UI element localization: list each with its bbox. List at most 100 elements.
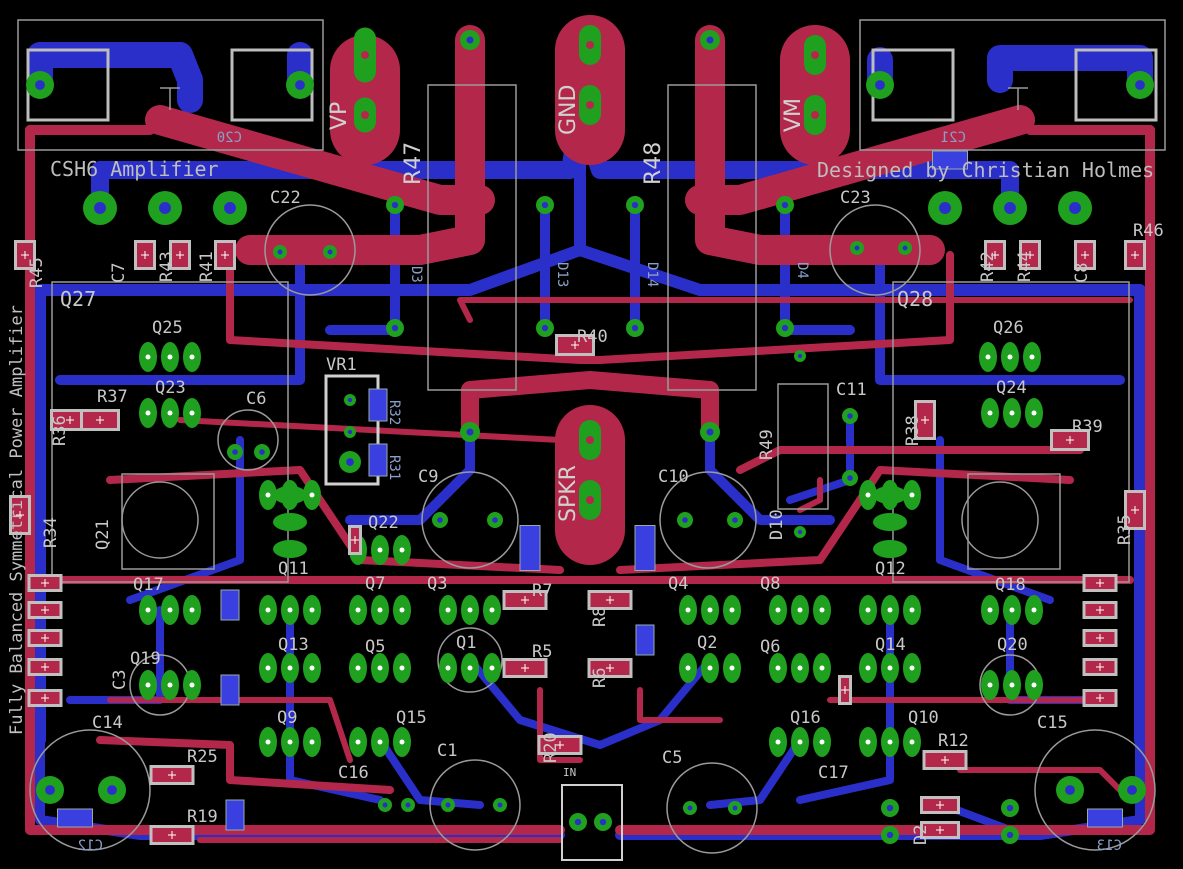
pad: [432, 512, 448, 528]
q23-label: Q23: [155, 378, 186, 398]
transistor-pad: [873, 540, 907, 558]
terminal-gnd-label: GND: [556, 85, 581, 135]
pad: [594, 813, 612, 831]
c22-label: C22: [270, 188, 301, 208]
terminal-vp-label: VP: [327, 102, 352, 130]
bottom-smd-pad: [220, 674, 240, 706]
q10-label: Q10: [908, 708, 939, 728]
pad: [227, 444, 243, 460]
c14-label: C14: [92, 713, 123, 733]
smd-pad: [537, 735, 583, 755]
transistor-pad: [273, 540, 307, 558]
pad: [339, 451, 361, 473]
input-label: IN: [563, 766, 576, 779]
bottom-smd-pad: [519, 525, 541, 571]
c23-label: C23: [840, 188, 871, 208]
smd-pad: [27, 658, 63, 676]
pad: [401, 798, 415, 812]
smd-pad: [27, 601, 63, 619]
smd-pad: [1019, 240, 1041, 270]
smd-pad: [27, 574, 63, 592]
terminal-spkr-label: SPKR: [556, 465, 581, 522]
terminal-vm-label: VM: [781, 98, 806, 132]
q11-label: Q11: [278, 559, 309, 579]
smd-pad: [587, 658, 633, 678]
pad: [273, 245, 287, 259]
smd-pad: [348, 525, 362, 555]
c13-label: C13: [1097, 838, 1122, 854]
r34-label: R34: [41, 517, 61, 548]
pad: [487, 512, 503, 528]
pad: [323, 245, 337, 259]
r37-label: R37: [97, 387, 128, 407]
through-hole-pads: [26, 25, 1154, 844]
pad: [677, 512, 693, 528]
pad: [254, 444, 270, 460]
pad: [700, 422, 720, 442]
pad: [1001, 799, 1019, 817]
q18-label: Q18: [995, 575, 1026, 595]
smd-pad: [1082, 574, 1118, 592]
q7-label: Q7: [365, 574, 385, 594]
r40-label: R40: [577, 327, 608, 347]
smd-pad: [984, 240, 1006, 270]
q24-label: Q24: [996, 378, 1027, 398]
smd-pad: [587, 590, 633, 610]
smd-pad: [134, 240, 156, 270]
transistor-pad: [873, 486, 907, 504]
r19-label: R19: [187, 807, 218, 827]
r36-label: R36: [50, 415, 70, 446]
q22-label: Q22: [368, 513, 399, 533]
r39-label: R39: [1072, 417, 1103, 437]
pad: [776, 319, 794, 337]
bottom-smd-pad: [368, 388, 388, 422]
c16-label: C16: [338, 763, 369, 783]
c11-label: C11: [836, 380, 867, 400]
smd-pad: [838, 675, 852, 705]
pad: [460, 422, 480, 442]
r46-label: R46: [1133, 221, 1164, 241]
pad: [928, 191, 962, 225]
r44-label: R44: [1015, 251, 1035, 282]
r7-label: R7: [532, 581, 552, 601]
smd-pad: [149, 825, 195, 845]
pad: [493, 798, 507, 812]
r49-label: R49: [757, 429, 777, 460]
bottom-smd-pad: [57, 808, 93, 828]
board-description: Fully Balanced Symmetrical Power Amplifi…: [7, 305, 27, 735]
r35-label: R35: [1115, 514, 1135, 545]
pad: [866, 71, 894, 99]
pad: [776, 196, 794, 214]
c21-label: C21: [941, 130, 966, 146]
transistor-pad: [873, 513, 907, 531]
pad: [98, 776, 126, 804]
pad: [842, 408, 858, 424]
r6-label: R6: [590, 668, 610, 688]
c20-label: C20: [217, 130, 242, 146]
smd-pads: [9, 150, 1146, 845]
transistor-pad: [273, 513, 307, 531]
smd-pad: [1050, 429, 1090, 451]
pad: [378, 798, 392, 812]
pad: [842, 470, 858, 486]
pad: [26, 71, 54, 99]
r25-label: R25: [187, 747, 218, 767]
smd-pad: [214, 240, 236, 270]
c7-label: C7: [109, 263, 129, 283]
bottom-smd-pad: [225, 799, 245, 831]
q28-label: Q28: [897, 287, 933, 311]
pad: [898, 241, 912, 255]
smd-pad: [27, 689, 63, 707]
q25-label: Q25: [152, 318, 183, 338]
bottom-smd-pad: [932, 150, 968, 170]
q14-label: Q14: [875, 635, 906, 655]
c8-label: C8: [1072, 263, 1092, 283]
pad: [728, 801, 742, 815]
bottom-smd-pad: [220, 589, 240, 621]
silkscreen-outlines: [17, 19, 1166, 861]
pad: [536, 319, 554, 337]
d10-label: D10: [767, 509, 787, 540]
q1-label: Q1: [456, 633, 476, 653]
